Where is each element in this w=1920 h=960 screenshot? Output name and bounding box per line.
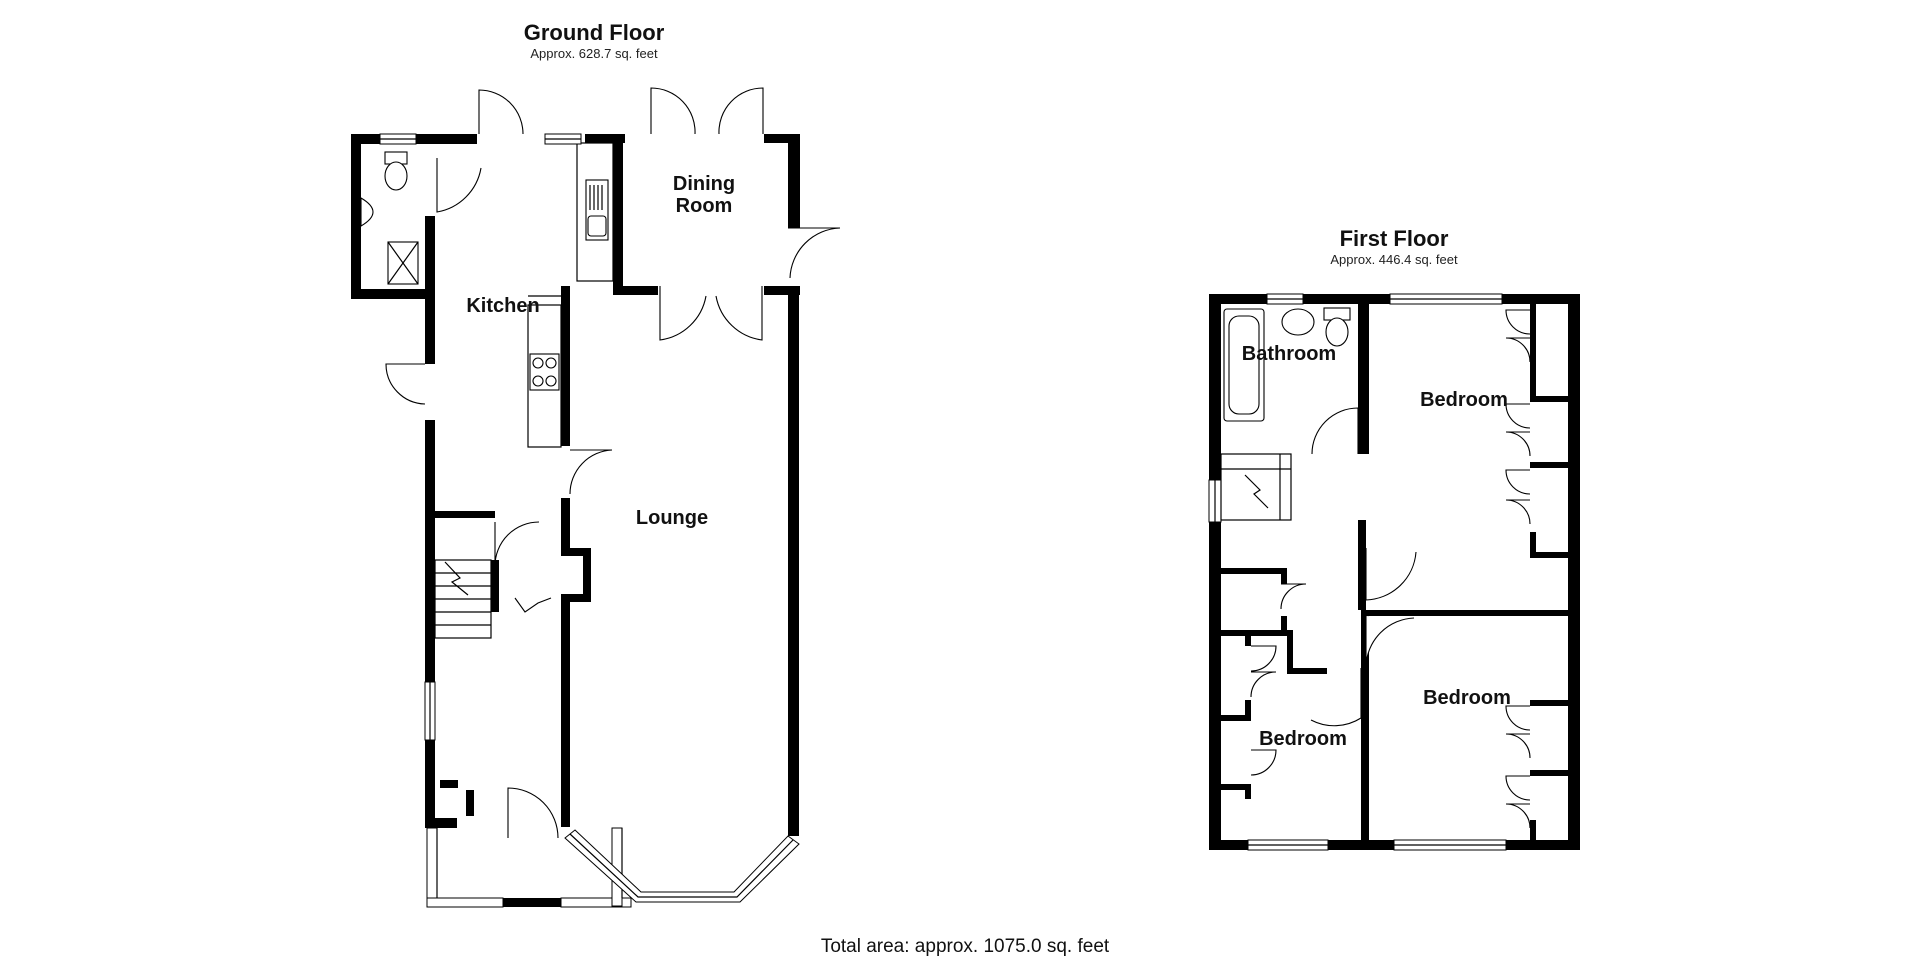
door [1365,616,1415,667]
door [385,363,426,405]
door [1280,583,1307,610]
door [718,87,764,135]
toilet-icon [384,161,408,191]
ground-floor-title: Ground Floor [524,20,665,45]
first-floor-title: First Floor [1340,226,1449,251]
door [650,87,696,135]
room-label-bathroom: Bathroom [1242,343,1336,365]
hob-icon [529,353,560,391]
basin-icon [1281,308,1315,336]
door [1505,775,1531,801]
door [1505,803,1531,829]
door [1505,403,1531,429]
lounge-bay-window [564,829,800,903]
room-label-dining-room-line2: Room [676,195,733,217]
ground-floor-walls [351,134,800,836]
door [1250,645,1277,672]
door [569,449,613,495]
door [1505,337,1531,363]
total-area: Total area: approx. 1075.0 sq. feet [821,936,1110,957]
door [1310,668,1362,727]
toilet-icon [1325,317,1349,347]
basin-icon [360,197,374,227]
door [1505,705,1531,731]
entrance-porch [426,780,632,908]
bathroom-fixtures [1223,307,1351,422]
door [788,227,841,279]
room-label-bedroom-3: Bedroom [1259,728,1347,750]
shower-room-fixtures [360,151,419,285]
room-label-bedroom-2: Bedroom [1423,687,1511,709]
first-floor-doors [1250,309,1531,829]
door [1250,671,1277,698]
first-floor-area: Approx. 446.4 sq. feet [1330,252,1458,267]
kitchen-worktops [527,142,614,448]
room-label-bedroom-1: Bedroom [1420,389,1508,411]
door [436,158,482,213]
door [1505,733,1531,759]
room-label-lounge: Lounge [636,507,708,529]
door [659,286,707,341]
door [514,597,552,613]
door [1365,548,1417,601]
ground-floor-doors [385,87,841,839]
ground-floor-windows [379,133,582,741]
first-floor-windows [1208,293,1507,851]
door [1250,749,1277,776]
door [1505,309,1531,335]
door [1505,499,1531,525]
door [507,787,559,839]
door [1311,407,1359,455]
door [1505,469,1531,495]
door [478,89,524,135]
room-label-kitchen: Kitchen [466,295,539,317]
window [564,829,800,903]
ground-floor-area: Approx. 628.7 sq. feet [530,46,658,61]
door [715,286,763,341]
door [494,521,540,567]
first-floor-plan: First Floor Approx. 446.4 sq. feet [1208,226,1580,851]
ground-floor-plan: Ground Floor Approx. 628.7 sq. feet [351,20,841,908]
door [1505,431,1531,457]
room-label-dining-room-line1: Dining [673,173,735,195]
first-floor-stairs [1220,453,1292,521]
ground-floor-stairs [434,559,492,639]
